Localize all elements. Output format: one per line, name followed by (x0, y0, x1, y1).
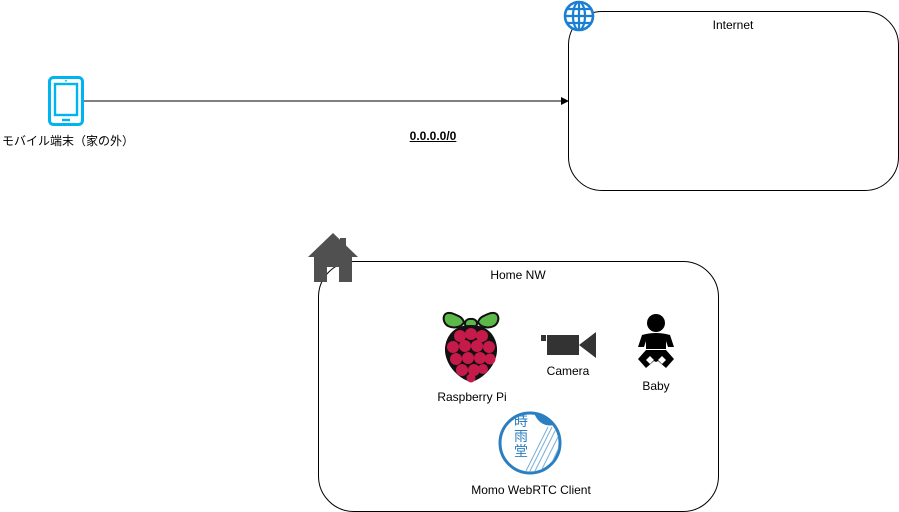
camera-label: Camera (546, 364, 590, 378)
raspberry-pi-icon[interactable] (440, 306, 502, 384)
connection-label: 0.0.0.0/0 (409, 129, 457, 143)
logo-char-1: 時 (514, 414, 528, 430)
video-camera-icon[interactable] (541, 331, 596, 359)
raspberry-pi-label: Raspberry Pi (437, 390, 507, 404)
globe-icon (563, 0, 595, 32)
mobile-label: モバイル端末（家の外） (2, 134, 135, 148)
house-icon (308, 233, 358, 282)
baby-icon[interactable] (636, 313, 676, 369)
internet-group[interactable] (568, 11, 899, 191)
shiguredo-logo-icon[interactable]: 時 雨 堂 (498, 411, 562, 475)
momo-label: Momo WebRTC Client (471, 483, 591, 497)
smartphone-icon[interactable] (48, 76, 84, 126)
internet-label: Internet (712, 18, 754, 32)
logo-char-3: 堂 (514, 444, 528, 460)
home-nw-label: Home NW (490, 268, 546, 282)
baby-label: Baby (642, 379, 670, 393)
logo-char-2: 雨 (514, 429, 528, 445)
